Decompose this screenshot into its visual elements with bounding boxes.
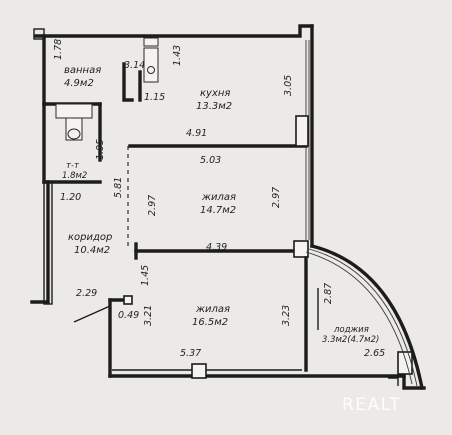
room-name-toilet: т-т	[66, 161, 80, 171]
room-area-living-2: 16.5м2	[192, 317, 228, 328]
wall-corridor-left	[30, 180, 50, 304]
loggia-curve-inner	[305, 251, 413, 385]
dim-door-jamb: 0.49	[118, 310, 139, 321]
dim-bath-height: 1.78	[53, 39, 64, 60]
room-area-loggia: 3.3м2(4.7м2)	[322, 335, 379, 345]
toilet-seat	[67, 128, 81, 140]
dim-living2-left-lower: 3.21	[143, 305, 154, 326]
dim-toilet-height: 1.95	[95, 139, 106, 160]
outer-wall-top	[34, 24, 314, 38]
dimension-labels: 1.78 3.14 1.43 1.15 3.05 4.91 1.95 5.03 …	[53, 39, 385, 359]
loggia-curve-glass	[308, 248, 418, 387]
loggia-detail	[388, 377, 399, 386]
bathroom-fixtures	[55, 37, 159, 141]
room-name-kitchen: кухня	[200, 88, 230, 99]
pillar-kitchen	[295, 115, 309, 147]
realt-watermark: REALT	[342, 395, 401, 415]
wall-bath-kitchen	[122, 62, 134, 102]
room-labels: ванная 4.9м2 кухня 13.3м2 т-т 1.8м2 жила…	[62, 65, 379, 345]
dim-living1-right: 2.97	[271, 187, 282, 208]
room-area-toilet: 1.8м2	[62, 171, 87, 181]
dim-kitchen-width: 4.91	[186, 128, 207, 139]
sink-stand	[143, 47, 159, 83]
dim-corridor-width: 1.20	[60, 192, 81, 203]
washer	[143, 37, 159, 47]
dim-loggia-depth: 2.87	[323, 283, 334, 304]
dim-entry-width: 2.29	[76, 288, 97, 299]
dim-living1-top: 5.03	[200, 155, 221, 166]
room-area-kitchen: 13.3м2	[196, 101, 232, 112]
pillar-door-jamb	[123, 295, 133, 305]
room-area-bathroom: 4.9м2	[64, 78, 94, 89]
dim-loggia-width: 2.65	[364, 348, 385, 359]
plan-walls	[30, 24, 426, 391]
bathtub	[55, 103, 93, 119]
room-name-living-1: жилая	[201, 192, 236, 203]
pillar-loggia	[397, 351, 413, 375]
corridor-wall-body	[43, 181, 53, 305]
dim-living2-right: 3.23	[281, 305, 292, 326]
dim-corridor-length: 5.81	[113, 177, 124, 198]
pillar-bottom	[191, 363, 207, 379]
dim-living2-left-upper: 1.45	[140, 265, 151, 286]
watermark-text: REALT	[342, 395, 401, 415]
room-area-living-1: 14.7м2	[200, 205, 236, 216]
wall-stub-top-left	[33, 28, 45, 40]
room-name-living-2: жилая	[195, 304, 230, 315]
dim-bath-niche: 1.43	[172, 45, 183, 66]
room-name-bathroom: ванная	[64, 65, 101, 76]
room-name-corridor: коридор	[68, 232, 112, 243]
dim-bath-bottom: 1.15	[144, 92, 165, 103]
dim-living1-bottom: 4.39	[206, 242, 227, 253]
loggia-end	[402, 374, 426, 390]
dim-living2-bottom: 5.37	[180, 348, 201, 359]
sink-basin	[147, 66, 155, 74]
dim-bath-width: 3.14	[124, 60, 145, 71]
dim-kitchen-height: 3.05	[283, 75, 294, 96]
pillar-center	[293, 240, 309, 258]
entrance-door	[73, 305, 111, 323]
dim-living1-left: 2.97	[147, 195, 158, 216]
room-area-corridor: 10.4м2	[74, 245, 110, 256]
room-name-loggia: лоджия	[333, 325, 369, 335]
loggia-curve-outer	[309, 243, 425, 391]
